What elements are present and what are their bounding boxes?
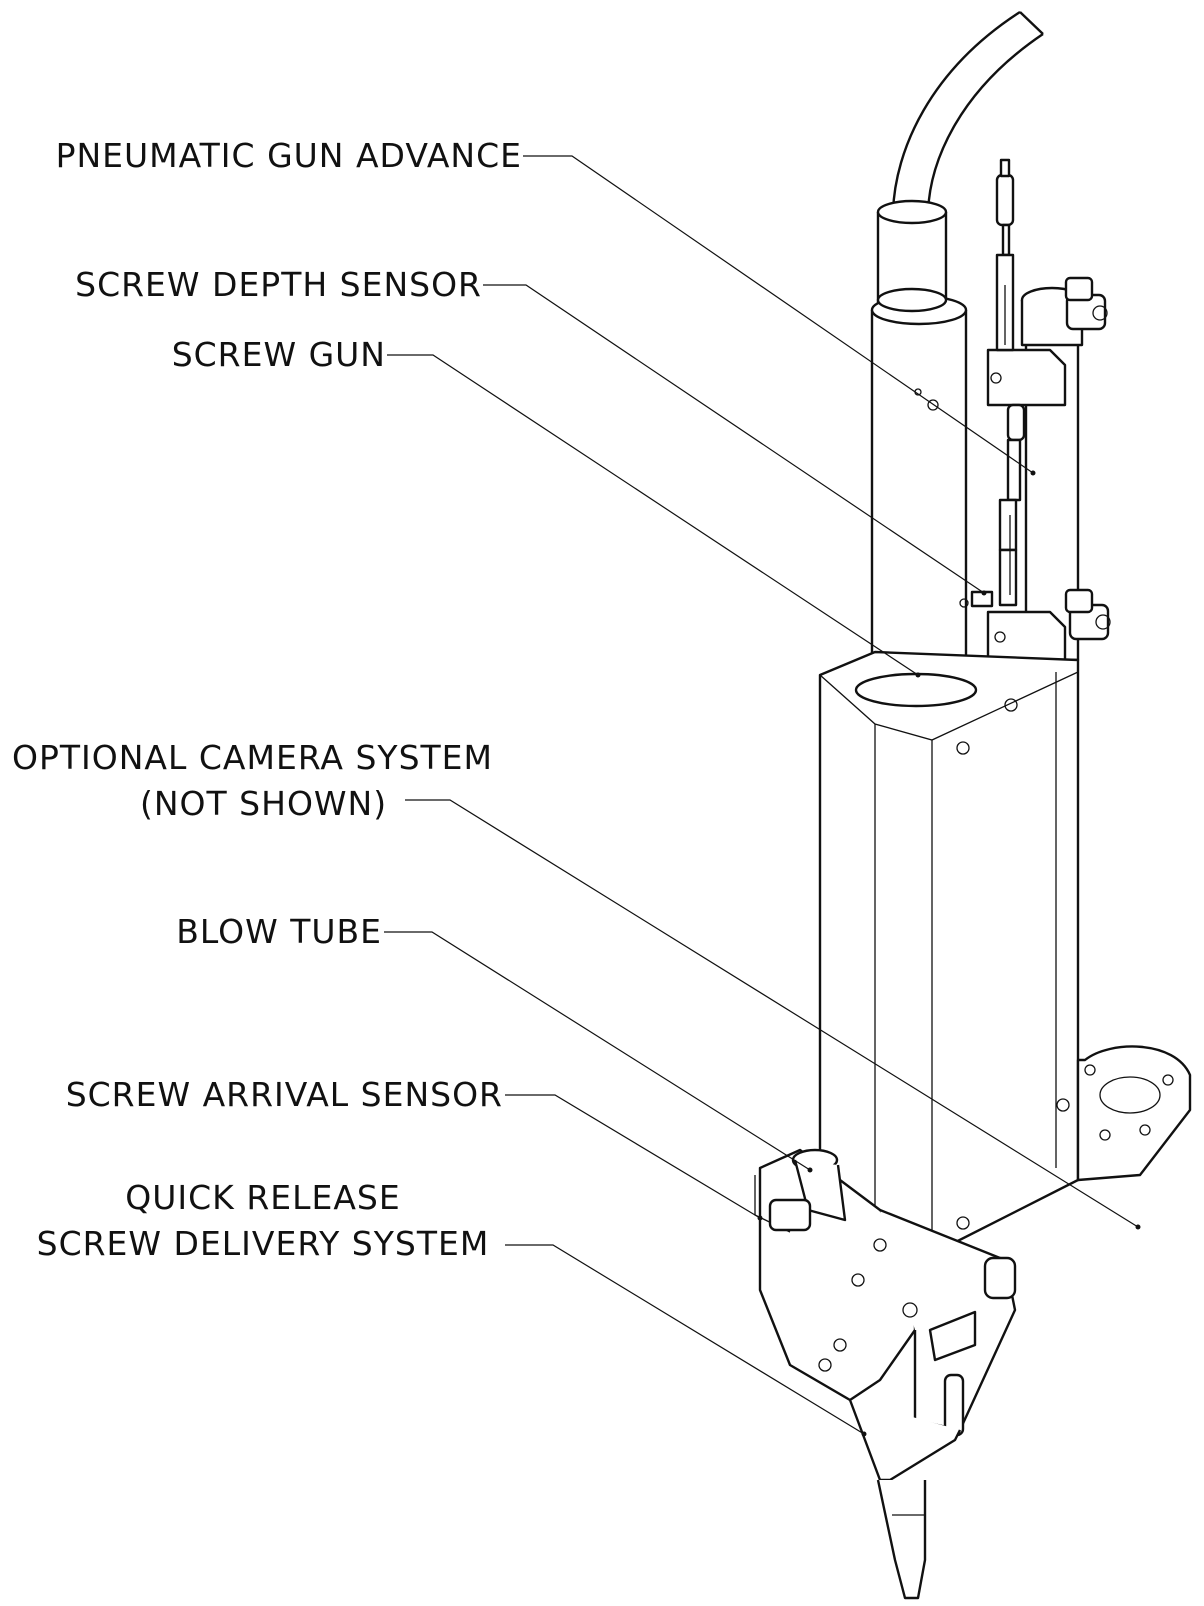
callout-text: SCREW GUN (171, 335, 386, 374)
leader-blow-tube (384, 931, 811, 1171)
air-cable (891, 10, 1044, 213)
callout-text: PNEUMATIC GUN ADVANCE (55, 136, 522, 175)
leader-lines (384, 155, 1141, 1437)
nozzle (848, 1399, 962, 1600)
callout-text: OPTIONAL CAMERA SYSTEM (12, 738, 494, 777)
callout-pneumatic-gun-advance: PNEUMATIC GUN ADVANCE (10, 133, 522, 179)
leader-arrival-sensor (505, 1094, 761, 1219)
callout-optional-camera-system: OPTIONAL CAMERA SYSTEM (NOT SHOWN) (12, 735, 493, 827)
callout-text: BLOW TUBE (176, 912, 382, 951)
callout-blow-tube: BLOW TUBE (10, 909, 382, 955)
callout-text: SCREW DEPTH SENSOR (75, 265, 482, 304)
callout-text: QUICK RELEASE (125, 1178, 401, 1217)
leader-delivery-system (505, 1244, 865, 1435)
callout-screw-arrival-sensor: SCREW ARRIVAL SENSOR (10, 1072, 503, 1118)
leader-camera (405, 799, 1139, 1228)
screw-gun-cylinder (870, 212, 969, 702)
main-housing (818, 650, 1080, 1257)
sensor-connectors (970, 158, 1026, 608)
callout-text: SCREW ARRIVAL SENSOR (65, 1075, 503, 1114)
delivery-head (754, 1148, 1017, 1437)
callout-screw-gun: SCREW GUN (10, 332, 386, 378)
callout-text: SCREW DELIVERY SYSTEM (36, 1224, 490, 1263)
leader-screw-gun (387, 354, 919, 676)
callout-text: (NOT SHOWN) (140, 784, 388, 823)
callout-screw-depth-sensor: SCREW DEPTH SENSOR (10, 262, 482, 308)
leader-depth-sensor (483, 284, 985, 594)
pneumatic-cylinder (986, 276, 1111, 669)
mounting-flange (1076, 1045, 1192, 1182)
leader-pneumatic (523, 155, 1034, 474)
callout-quick-release-delivery-system: QUICK RELEASE SCREW DELIVERY SYSTEM (24, 1175, 502, 1267)
